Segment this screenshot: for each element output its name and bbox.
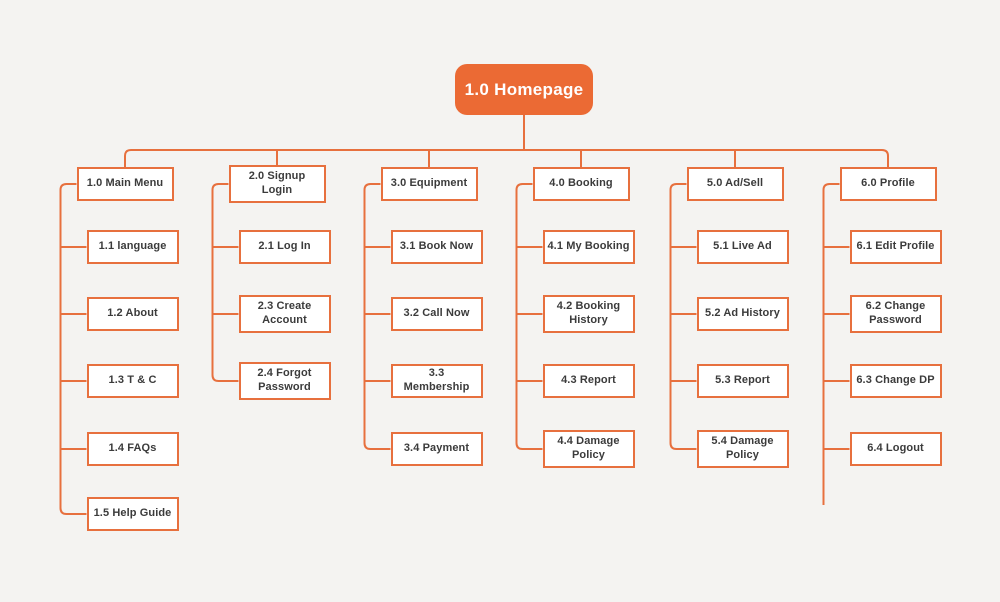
node-faqs: 1.4 FAQs (86, 432, 179, 466)
node-ad-sell: 5.0 Ad/Sell (686, 167, 784, 201)
node-logout: 6.4 Logout (849, 432, 942, 466)
node-live-ad: 5.1 Live Ad (696, 230, 789, 264)
node-my-booking: 4.1 My Booking (542, 230, 635, 264)
connector-col5 (669, 183, 697, 450)
node-log-in: 2.1 Log In (238, 230, 331, 264)
node-language: 1.1 language (86, 230, 179, 264)
node-signup-login: 2.0 Signup Login (228, 165, 326, 203)
node-booking: 4.0 Booking (532, 167, 630, 201)
connector-col1 (59, 183, 87, 515)
node-payment: 3.4 Payment (390, 432, 483, 466)
node-booking-report: 4.3 Report (542, 364, 635, 398)
node-ad-damage-policy: 5.4 Damage Policy (696, 430, 789, 468)
connector-root-bus (124, 115, 889, 167)
node-edit-profile: 6.1 Edit Profile (849, 230, 942, 264)
node-create-account: 2.3 Create Account (238, 295, 331, 333)
connector-col2 (211, 183, 239, 382)
node-forgot-password: 2.4 Forgot Password (238, 362, 331, 400)
node-booking-history: 4.2 Booking History (542, 295, 635, 333)
node-ad-history: 5.2 Ad History (696, 297, 789, 331)
connector-col3 (363, 183, 391, 450)
node-homepage: 1.0 Homepage (455, 64, 593, 115)
node-booking-damage-policy: 4.4 Damage Policy (542, 430, 635, 468)
connector-col6 (822, 183, 850, 505)
node-change-password: 6.2 Change Password (849, 295, 942, 333)
node-change-dp: 6.3 Change DP (849, 364, 942, 398)
node-help-guide: 1.5 Help Guide (86, 497, 179, 531)
node-ad-report: 5.3 Report (696, 364, 789, 398)
node-book-now: 3.1 Book Now (390, 230, 483, 264)
node-call-now: 3.2 Call Now (390, 297, 483, 331)
node-membership: 3.3 Membership (390, 364, 483, 398)
node-main-menu: 1.0 Main Menu (76, 167, 174, 201)
node-about: 1.2 About (86, 297, 179, 331)
node-profile: 6.0 Profile (839, 167, 937, 201)
node-terms: 1.3 T & C (86, 364, 179, 398)
connector-col4 (515, 183, 543, 450)
node-equipment: 3.0 Equipment (380, 167, 478, 201)
